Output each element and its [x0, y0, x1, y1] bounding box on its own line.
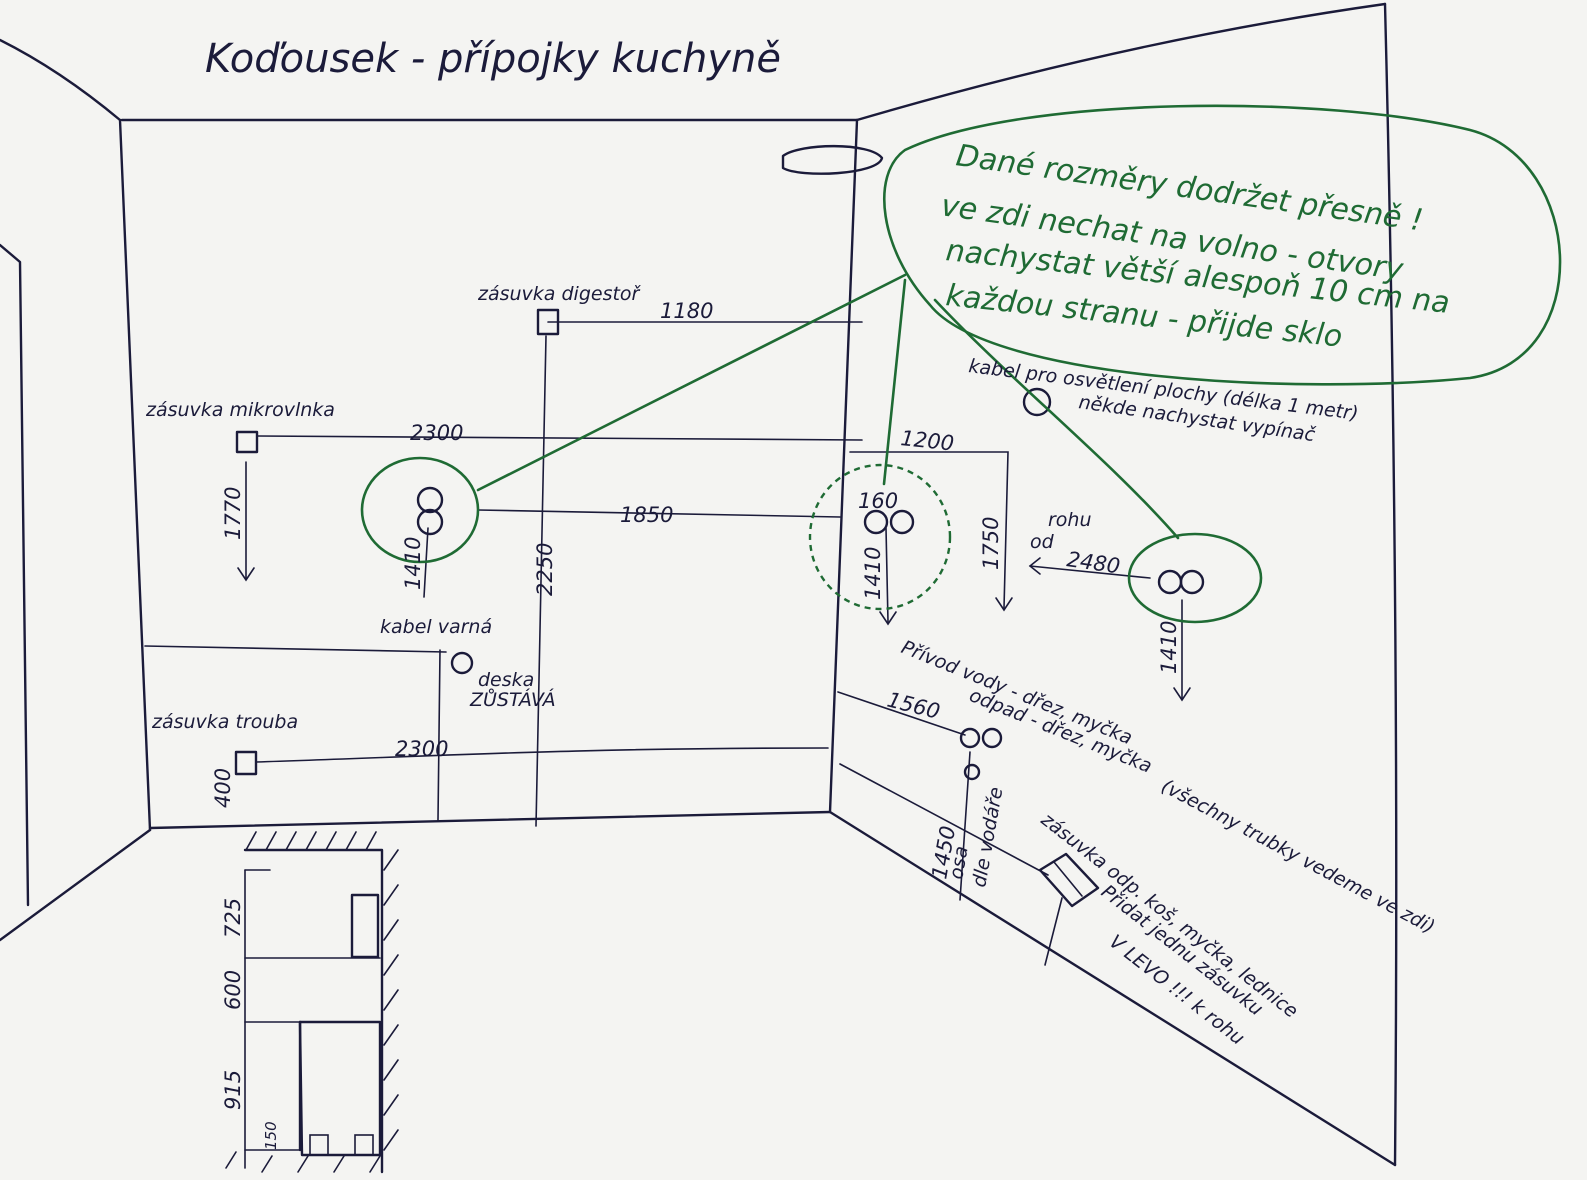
pipe-symbol-b [863, 509, 915, 535]
hob-cable-icon [450, 651, 474, 675]
pipe-symbol-a [416, 486, 444, 536]
pipe-circle-a [360, 456, 480, 564]
label-outlet-microwave: zásuvka mikrovlnka [145, 399, 335, 421]
dim-oven-offset: 2300 [395, 737, 448, 761]
room-outline [0, 2, 1398, 1167]
dim-pipe-c-from-corner: 2480 [1065, 547, 1121, 578]
dim-light-offset: 1200 [899, 426, 955, 455]
dim-floor-3: 915 [221, 1070, 245, 1110]
dim-hood-offset: 1180 [660, 299, 713, 323]
label-sink-axis-2: dle vodáře [968, 785, 1007, 888]
label-outlet-oven: zásuvka trouba [151, 711, 298, 733]
labels: zásuvka digestoř zásuvka mikrovlnka kabe… [145, 283, 1438, 1050]
label-water-1: Přívod vody - dřez, myčka [898, 636, 1135, 749]
dim-oven-height: 400 [211, 768, 235, 808]
pipe-circle-c [1127, 532, 1263, 624]
pipe-symbol-c [1157, 569, 1205, 595]
dim-pipe-a-height: 1410 [401, 537, 425, 590]
dim-pipe-b-height: 1410 [861, 547, 885, 600]
oven-outlet-icon [234, 750, 258, 776]
sketch-title: Koďousek - přípojky kuchyně [205, 36, 781, 82]
dim-microwave-offset: 2300 [410, 421, 463, 445]
dimension-lines [144, 321, 1191, 966]
dim-pipe-a-offset: 1850 [620, 503, 673, 527]
dim-pipe-b-spacing: 160 [858, 489, 898, 513]
dim-floor-1: 725 [221, 898, 245, 938]
pipe-circle-b [808, 463, 952, 611]
hood-outlet-icon [536, 308, 560, 336]
fixtures [234, 308, 1205, 908]
fridge-outlet-icon [1038, 852, 1100, 908]
label-cable-hob-3: ZŮSTÁVÁ [469, 687, 556, 711]
dim-hood-height: 2250 [533, 543, 557, 596]
dimension-numbers: 1180 2250 2300 1770 1200 1750 1850 1410 … [211, 299, 1181, 1150]
dim-floor-4: 150 [262, 1121, 280, 1150]
label-corner-1: rohu [1048, 509, 1092, 531]
label-outlet-hood: zásuvka digestoř [477, 283, 642, 305]
floor-plan [225, 831, 399, 1174]
dim-light-height: 1750 [979, 517, 1003, 570]
dim-floor-2: 600 [221, 970, 245, 1010]
note-text: Dané rozměry dodržet přesně ! ve zdi nec… [939, 138, 1451, 354]
note-balloon [360, 104, 1562, 624]
water-supply-symbol [959, 727, 1003, 781]
dim-microwave-height: 1770 [221, 487, 245, 540]
label-cable-hob-1: kabel varná [380, 616, 492, 638]
light-cable-icon [1022, 387, 1052, 417]
microwave-outlet-icon [235, 430, 259, 454]
label-corner-2: od [1030, 531, 1055, 553]
label-cable-hob-2: deska [478, 669, 534, 691]
dim-pipe-c-height: 1410 [1157, 621, 1181, 674]
